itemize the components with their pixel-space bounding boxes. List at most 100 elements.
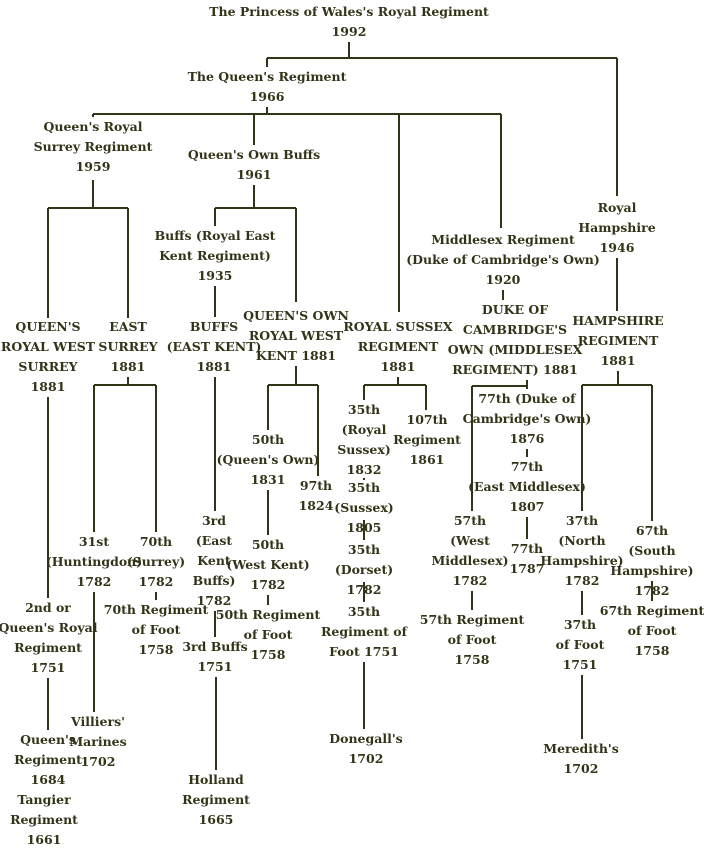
- node-label-line: 1966: [249, 89, 285, 104]
- node-label-line: (Sussex): [334, 500, 394, 515]
- node-label-line: 1782: [76, 574, 112, 589]
- node-label-line: 1782: [452, 573, 488, 588]
- node-label-line: (EAST KENT): [166, 339, 262, 354]
- node-label-line: The Princess of Wales's Royal Regiment: [209, 4, 489, 19]
- node-label-line: 2nd or: [25, 600, 71, 615]
- node-label-line: 67th Regiment: [599, 603, 704, 618]
- node-label-line: of Foot: [627, 623, 677, 638]
- node-label-line: Hampshire): [610, 563, 694, 578]
- node-label-line: 67th: [635, 523, 669, 538]
- node-e31: 31st(Huntingdon)1782: [46, 532, 142, 592]
- node-label-line: Foot 1751: [329, 644, 399, 659]
- node-label-line: Regiment: [14, 640, 82, 655]
- node-label-line: 35th: [347, 480, 381, 495]
- node-label-line: 107th: [406, 412, 448, 427]
- node-label-line: (East Middlesex): [468, 479, 586, 494]
- node-label-line: 1824: [298, 498, 334, 513]
- node-label-line: 1881: [110, 359, 146, 374]
- node-label-line: Queen's: [20, 732, 76, 747]
- node-s35s: 35th (Sussex) 1805: [334, 478, 393, 538]
- node-h67f: 67th Regiment of Foot 1758: [600, 601, 704, 661]
- node-label-line: (Dorset): [334, 562, 394, 577]
- node-label-line: Buffs): [192, 573, 236, 588]
- node-label-line: 50th: [251, 432, 285, 447]
- node-label-line: 35th: [347, 604, 381, 619]
- node-label-line: Queen's Royal: [0, 620, 98, 635]
- node-label-line: 1758: [454, 652, 490, 667]
- node-label-line: (West Kent): [226, 557, 310, 572]
- node-label-line: 1805: [346, 520, 382, 535]
- node-label-line: 77th: [510, 541, 544, 556]
- node-label-line: Donegall's: [329, 731, 403, 746]
- node-label-line: 1935: [197, 268, 233, 283]
- node-label-line: HAMPSHIRE: [572, 313, 664, 328]
- node-label-line: Kent: [197, 553, 231, 568]
- node-e70s: 70th(Surrey)1782: [127, 532, 185, 592]
- node-label-line: Hampshire): [540, 553, 624, 568]
- node-label-line: The Queen's Regiment: [187, 69, 347, 84]
- node-label-line: 1881: [600, 353, 636, 368]
- node-label-line: Surrey Regiment: [33, 139, 153, 154]
- node-label-line: 1876: [509, 431, 545, 446]
- node-label-line: Regiment: [14, 752, 82, 767]
- node-label-line: 1782: [250, 577, 286, 592]
- node-label-line: CAMBRIDGE'S: [462, 322, 568, 337]
- node-midd20: Middlesex Regiment (Duke of Cambridge's O…: [406, 230, 600, 290]
- node-label-line: 1684: [30, 772, 66, 787]
- node-label-line: QUEEN'S: [15, 319, 81, 334]
- node-qr: The Queen's Regiment 1966: [188, 67, 347, 107]
- node-label-line: 1832: [346, 462, 382, 477]
- node-label-line: 1758: [138, 642, 174, 657]
- node-label-line: REGIMENT: [357, 339, 439, 354]
- node-label-line: 1702: [348, 751, 384, 766]
- node-label-line: Regiment of: [321, 624, 407, 639]
- node-m77em: 77th(East Middlesex)1807: [468, 457, 586, 517]
- node-label-line: 1758: [634, 643, 670, 658]
- node-label-line: Middlesex Regiment: [431, 232, 575, 247]
- node-label-line: EAST: [109, 319, 147, 334]
- node-label-line: 1782: [634, 583, 670, 598]
- node-label-line: 1861: [409, 452, 445, 467]
- node-label-line: 50th Regiment: [215, 607, 321, 622]
- node-label-line: 1782: [196, 593, 232, 608]
- node-label-line: (South: [628, 543, 676, 558]
- node-label-line: 77th: [510, 459, 544, 474]
- node-label-line: 1702: [80, 754, 116, 769]
- node-label-line: 1992: [331, 24, 367, 39]
- node-buffs81: BUFFS(EAST KENT)1881: [167, 317, 262, 377]
- node-label-line: 1751: [562, 657, 598, 672]
- node-label-line: SURREY: [18, 359, 78, 374]
- node-label-line: DUKE OF: [481, 302, 549, 317]
- node-label-line: Middlesex): [431, 553, 509, 568]
- node-label-line: 70th: [139, 534, 173, 549]
- node-label-line: of Foot: [555, 637, 605, 652]
- node-label-line: Buffs (Royal East: [154, 228, 276, 243]
- node-label-line: ROYAL SUSSEX: [343, 319, 453, 334]
- node-label-line: Kent Regiment): [159, 248, 271, 263]
- node-label-line: 1782: [564, 573, 600, 588]
- node-label-line: (Duke of Cambridge's Own): [406, 252, 600, 267]
- node-label-line: Hampshire: [578, 220, 656, 235]
- node-label-line: 1751: [197, 659, 233, 674]
- node-label-line: 1702: [563, 761, 599, 776]
- node-label-line: Meredith's: [543, 741, 619, 756]
- node-label-line: 1881: [196, 359, 232, 374]
